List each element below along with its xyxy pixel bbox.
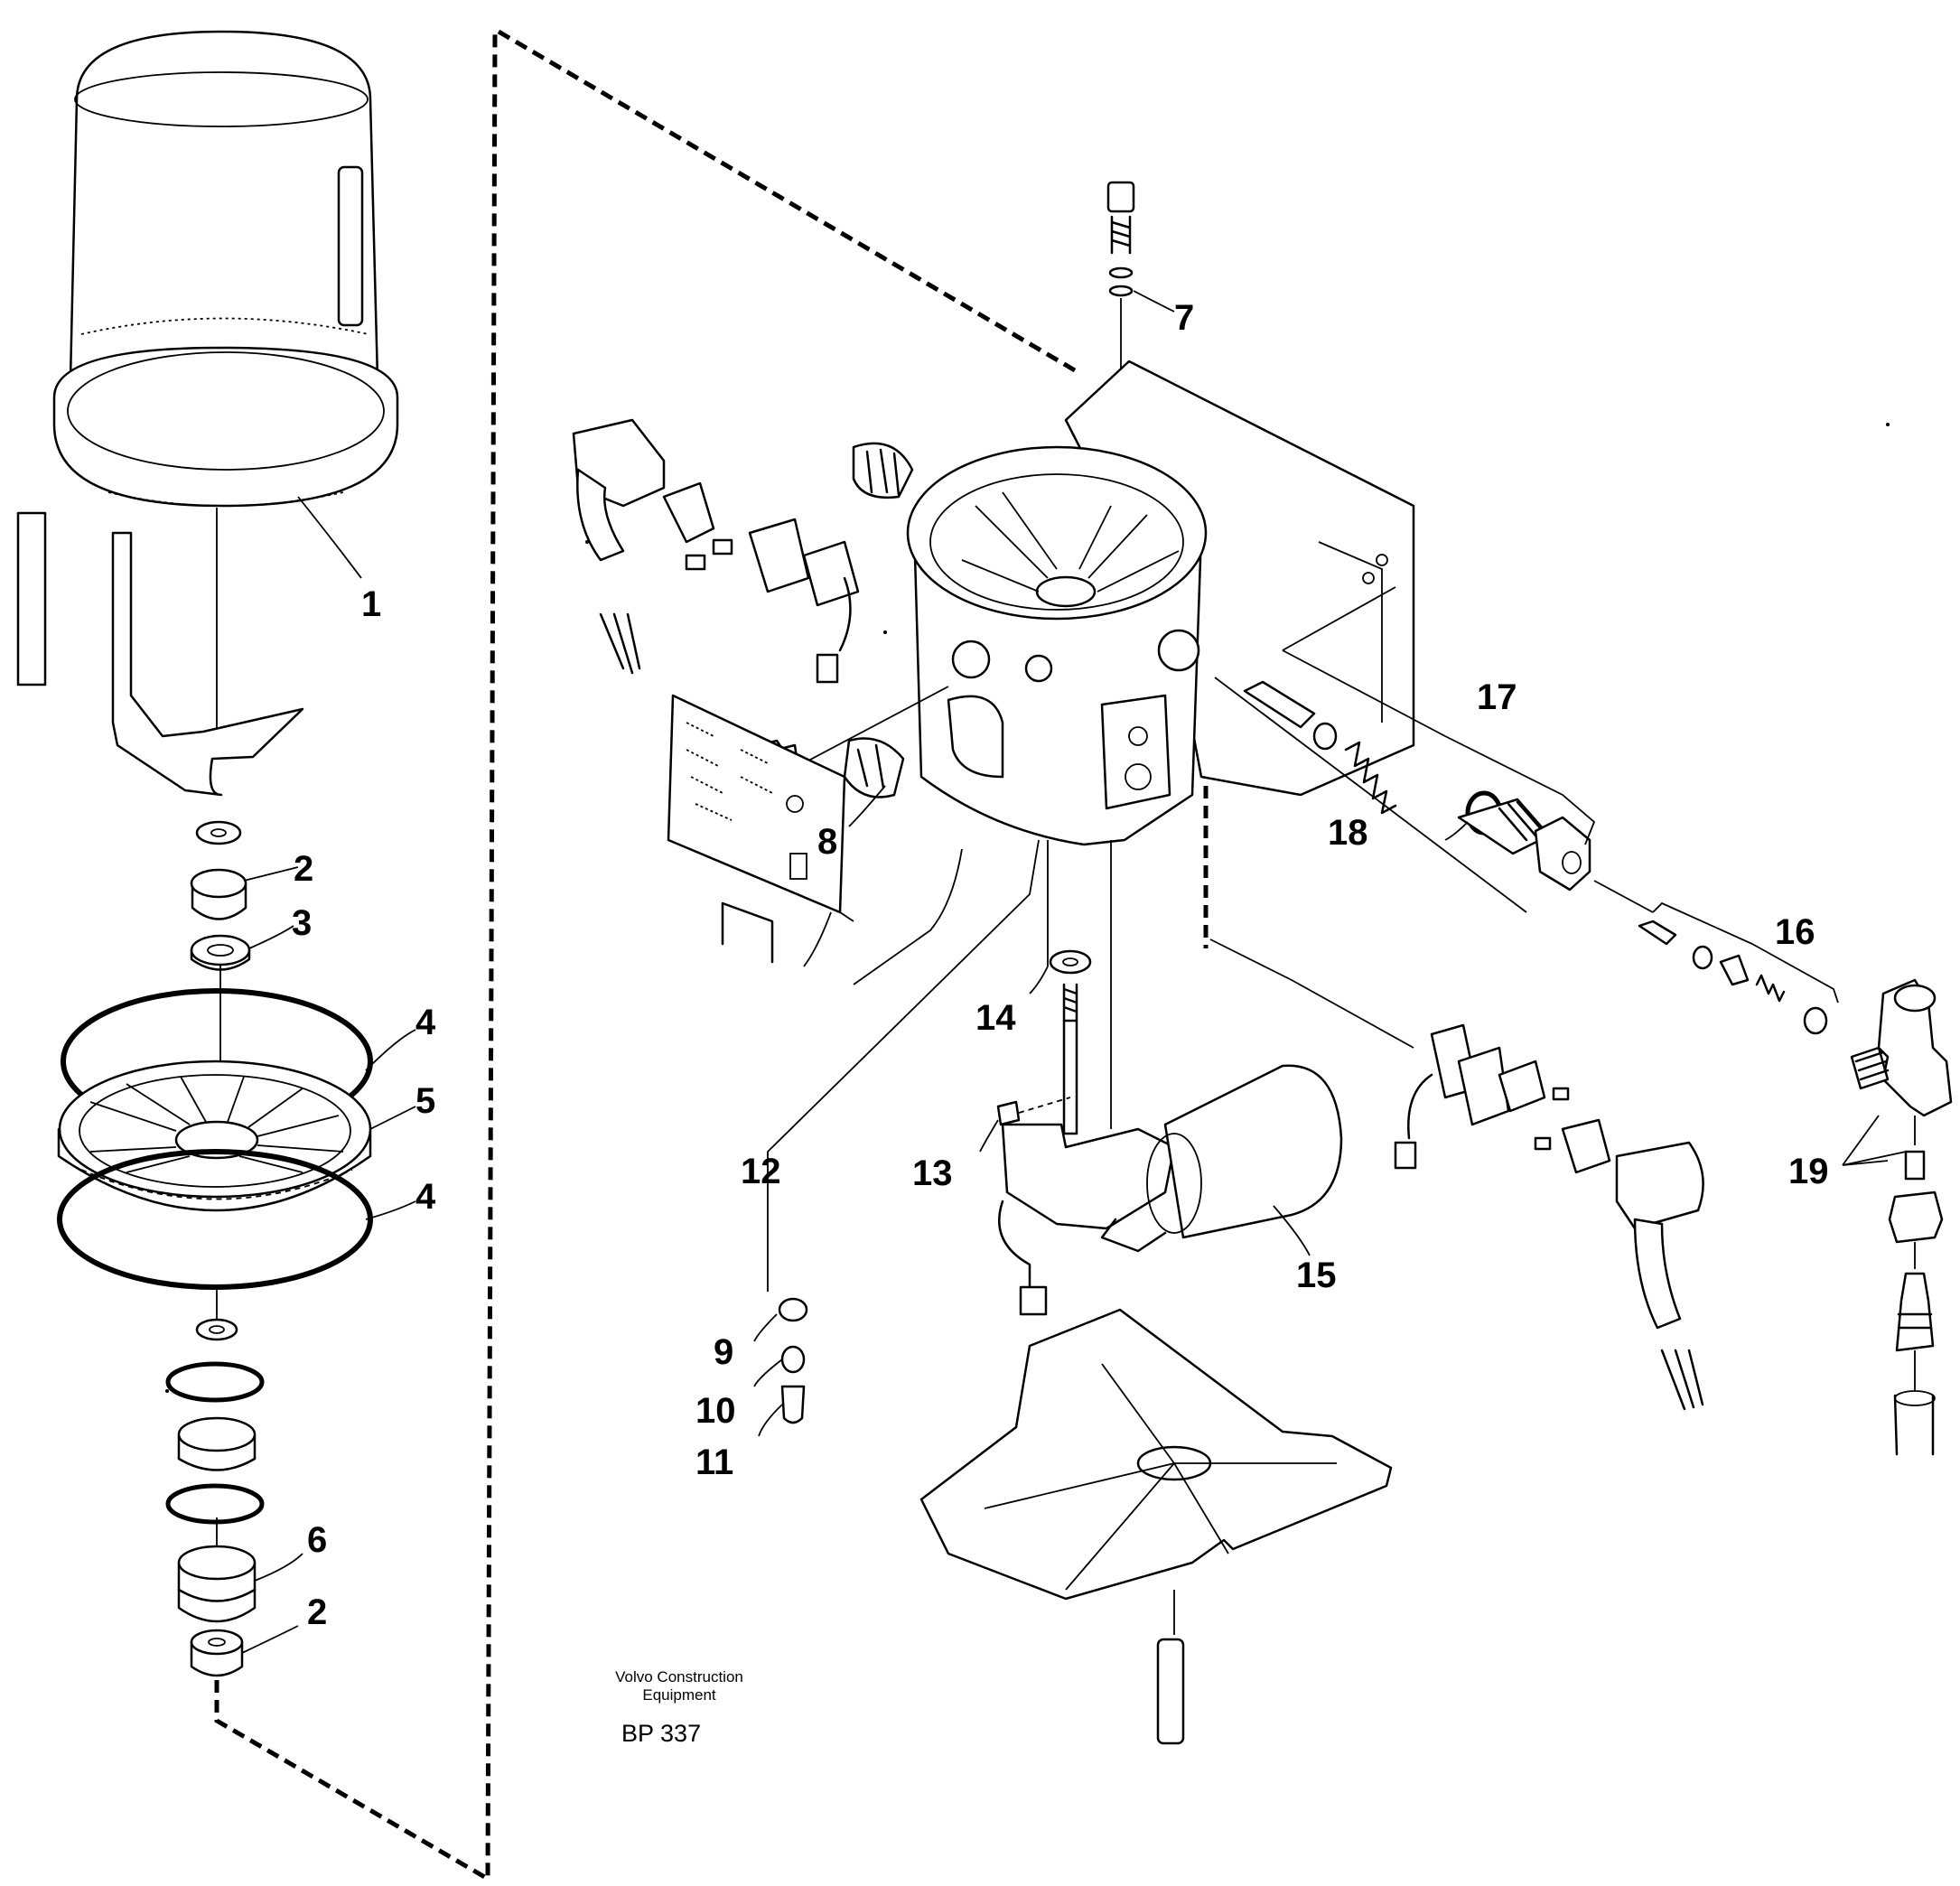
stirrer-disc-5 [57, 1060, 372, 1212]
callout-14: 14 [975, 998, 1016, 1038]
o-ring-lower [57, 1149, 373, 1290]
washer-lower [195, 1318, 238, 1341]
part-10 [780, 1345, 806, 1374]
callout-leaders [241, 290, 1907, 1654]
callout-10: 10 [695, 1391, 736, 1431]
washer [195, 820, 242, 845]
credit-line-2: Equipment [642, 1686, 716, 1704]
callout-6: 6 [307, 1520, 327, 1560]
callout-8: 8 [817, 822, 837, 862]
sleeve [177, 1416, 257, 1471]
pump-housing-assembly [572, 181, 1415, 1745]
electrical-connector-left [572, 418, 860, 684]
callout-5: 5 [415, 1081, 435, 1121]
circlip-upper [165, 1361, 265, 1403]
base-pin [1156, 1638, 1185, 1745]
callout-2-lower: 2 [307, 1592, 327, 1632]
drawing-code: BP 337 [621, 1720, 701, 1747]
level-strip [16, 511, 47, 686]
callout-19: 19 [1788, 1152, 1829, 1191]
hose-fitting [1895, 1272, 1935, 1352]
pump-element-17 [1457, 798, 1591, 892]
callout-12: 12 [741, 1152, 781, 1191]
bushing-2 [190, 868, 247, 920]
callout-17: 17 [1477, 677, 1517, 717]
callout-13: 13 [912, 1153, 953, 1193]
callout-4-lower: 4 [415, 1177, 436, 1217]
electrical-connector-right [1209, 938, 1704, 1411]
reservoir-assembly [16, 30, 399, 1677]
dashed-leader-left [214, 31, 498, 1883]
part-11 [780, 1385, 806, 1424]
stirring-paddle [111, 531, 304, 797]
plug-8-insert [843, 737, 905, 798]
breather-plug [852, 442, 914, 500]
bearing-3 [190, 934, 251, 971]
check-valve-16 [1638, 920, 1828, 1035]
callout-11: 11 [695, 1443, 733, 1482]
callout-labels: 1 2 3 4 5 4 6 2 7 8 9 10 11 12 13 14 15 … [292, 298, 1829, 1632]
drawing-credit: Volvo Construction Equipment BP 337 [615, 1668, 743, 1747]
tee-fitting-19 [1850, 978, 1953, 1117]
bushing-2-lower [190, 1629, 244, 1677]
nut-19 [1888, 1190, 1944, 1244]
base-plate [919, 1308, 1393, 1601]
dashed-leader-top [497, 29, 1077, 373]
callout-18: 18 [1328, 813, 1368, 853]
drive-motor-15 [998, 1064, 1343, 1316]
callout-9: 9 [714, 1332, 733, 1372]
pin-13 [996, 1100, 1021, 1126]
part-9 [778, 1297, 808, 1322]
callout-1: 1 [361, 584, 381, 624]
bushing-6 [177, 1545, 257, 1623]
washer-14 [1049, 949, 1092, 975]
callout-15: 15 [1296, 1256, 1337, 1295]
circuit-board-12 [667, 694, 846, 964]
pump-element-assembly [165, 423, 1953, 1456]
circlip-lower [165, 1483, 265, 1525]
spring-element [1344, 741, 1397, 815]
callout-3: 3 [292, 903, 312, 943]
callout-2-upper: 2 [294, 849, 313, 889]
sleeve-19 [1904, 1150, 1926, 1181]
reservoir-container [52, 30, 399, 508]
hose [1893, 1394, 1935, 1456]
callout-7: 7 [1174, 298, 1194, 338]
credit-line-1: Volvo Construction [615, 1668, 743, 1685]
callout-16: 16 [1775, 912, 1815, 952]
callout-4-upper: 4 [415, 1003, 436, 1042]
